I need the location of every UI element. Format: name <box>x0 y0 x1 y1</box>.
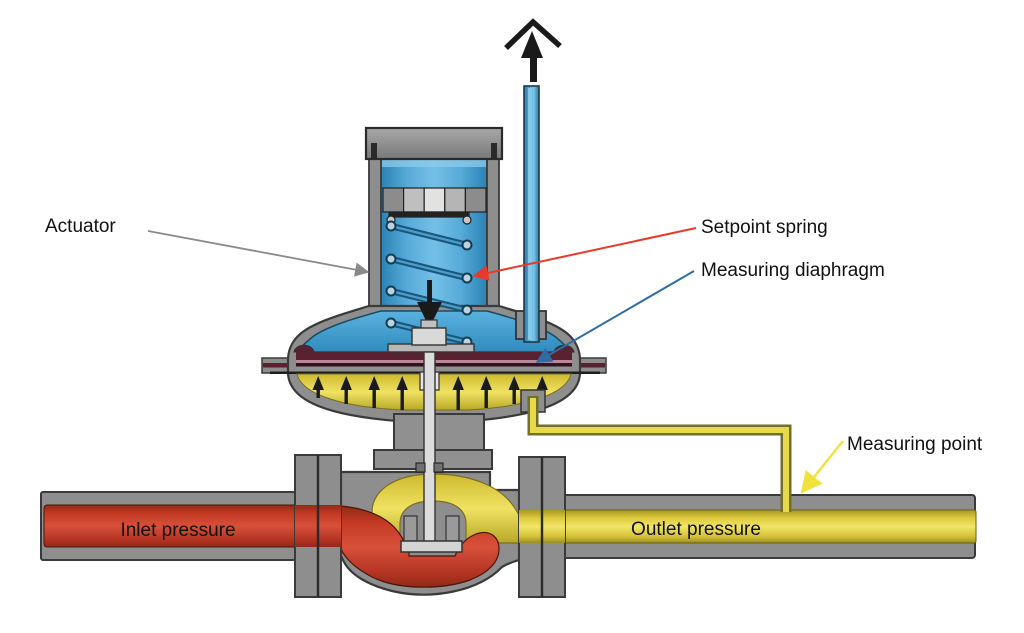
diaphragm-fold-left <box>293 344 315 353</box>
actuator-leader <box>147 230 370 277</box>
cap-notch-left <box>371 143 377 158</box>
up-arrow <box>340 376 352 404</box>
stem-guide-nut-left <box>415 462 426 473</box>
vent-chevron <box>504 18 562 50</box>
diaphragm-tab-stripe-right <box>571 363 605 368</box>
measuring-diaphragm-leader <box>535 270 695 363</box>
vent-arrow-shaft <box>530 52 537 82</box>
valve-stem <box>423 351 436 544</box>
spring-adjuster <box>382 187 487 225</box>
spring-coil <box>385 220 473 251</box>
bonnet-neck <box>393 413 485 453</box>
flange-left <box>294 454 342 598</box>
outlet-pipe <box>562 494 977 559</box>
diaphragm-tab-stripe-left <box>263 363 297 368</box>
measuring-diaphragm-label: Measuring diaphragm <box>701 260 885 281</box>
outlet-pressure-label: Outlet pressure <box>631 519 761 540</box>
setpoint-spring-leader <box>472 227 697 281</box>
up-arrow <box>312 376 324 398</box>
actuator-housing <box>364 126 504 315</box>
plug-guide-left <box>403 515 418 543</box>
vent-arrow-icon <box>504 18 562 82</box>
housing-wall-left <box>368 137 382 315</box>
up-arrow <box>396 376 408 410</box>
setpoint-spring-label: Setpoint spring <box>701 217 828 238</box>
housing-wall-right <box>486 137 500 315</box>
measuring-line-tube <box>530 398 789 512</box>
up-arrow <box>508 376 520 404</box>
spring-force-arrow-icon <box>417 280 442 328</box>
spring-bar-pin-right <box>462 215 472 225</box>
measuring-point-leader <box>800 440 844 494</box>
up-arrow <box>452 376 464 410</box>
housing-top-cap <box>364 126 504 161</box>
body-inlet-gallery <box>340 505 500 588</box>
up-arrow <box>480 376 492 408</box>
vent-pipe-highlight <box>528 88 532 340</box>
valve-stem-assembly <box>400 351 463 553</box>
outlet-pipe-bore <box>562 509 977 544</box>
inlet-pipe <box>40 491 300 561</box>
housing-highlight <box>382 160 486 167</box>
measuring-line <box>520 389 792 512</box>
actuator-label: Actuator <box>45 216 116 237</box>
plate-nut <box>411 327 447 346</box>
up-arrow <box>368 376 380 408</box>
vent-arrow-head <box>521 31 543 58</box>
measuring-point-label: Measuring point <box>847 434 983 455</box>
vent-pipe <box>515 85 547 343</box>
diaphragm-plate-assembly <box>387 319 475 353</box>
plug-guide-right <box>445 515 460 543</box>
inlet-pressure-label: Inlet pressure <box>120 520 235 541</box>
labels: Actuator Setpoint spring Measuring diaph… <box>45 216 983 541</box>
spring-top-bar <box>388 211 470 218</box>
flange-right <box>518 456 566 598</box>
cap-notch-right <box>491 143 497 158</box>
valve-plug <box>400 540 463 553</box>
spring-coil <box>385 253 473 284</box>
stem-guide-nut-right <box>433 462 444 473</box>
leader-lines <box>147 227 844 494</box>
